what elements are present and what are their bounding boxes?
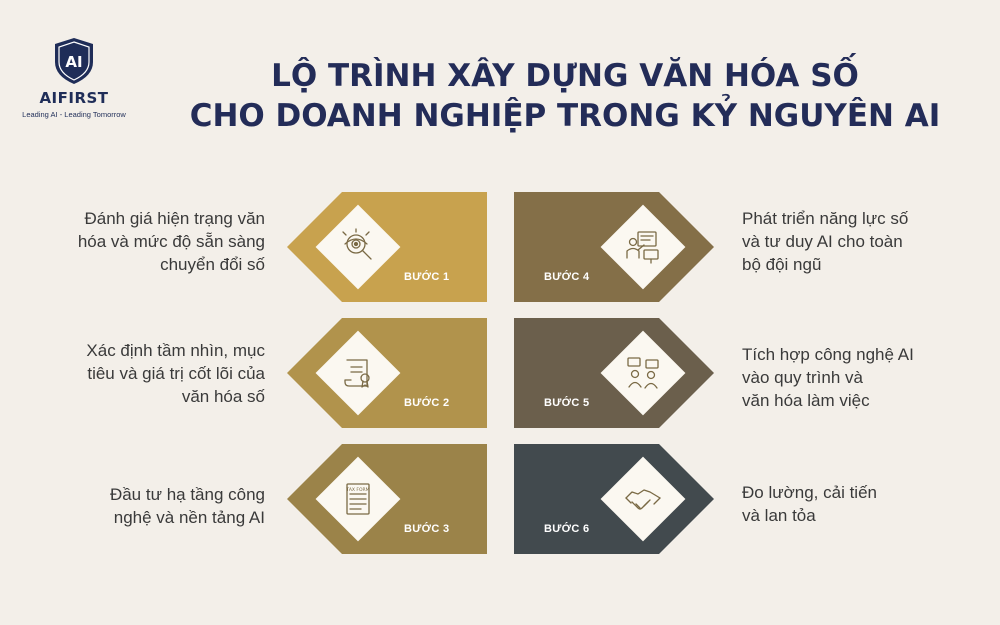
step-6-description: Đo lường, cải tiến và lan tỏa bbox=[742, 481, 877, 527]
description-line: nghệ và nền tảng AI bbox=[113, 508, 265, 527]
description-line: Tích hợp công nghệ AI bbox=[742, 345, 914, 364]
description-line: tiêu và giá trị cốt lõi của bbox=[87, 364, 265, 383]
description-line: Xác định tầm nhìn, mục bbox=[86, 341, 265, 360]
team-discussion-icon bbox=[627, 357, 659, 389]
tax-form-document-icon: TAX FORM bbox=[345, 483, 370, 515]
step-2: BƯỚC 2 bbox=[287, 318, 487, 428]
svg-text:TAX FORM: TAX FORM bbox=[345, 487, 369, 493]
step-label: BƯỚC 1 bbox=[404, 271, 450, 283]
step-label: BƯỚC 5 bbox=[544, 397, 590, 409]
description-line: Phát triển năng lực số bbox=[742, 209, 909, 228]
step-5: BƯỚC 5 bbox=[514, 318, 714, 428]
training-presentation-icon bbox=[626, 231, 659, 264]
step-3-description: Đầu tư hạ tầng công nghệ và nền tảng AI bbox=[110, 483, 265, 529]
step-3: TAX FORM BƯỚC 3 bbox=[287, 444, 487, 554]
step-label: BƯỚC 6 bbox=[544, 523, 590, 535]
step-4-description: Phát triển năng lực số và tư duy AI cho t… bbox=[742, 207, 908, 276]
description-line: và tư duy AI cho toàn bbox=[742, 232, 903, 251]
step-5-description: Tích hợp công nghệ AI vào quy trình và văn… bbox=[742, 343, 914, 412]
shield-logo-icon: AI bbox=[55, 38, 93, 84]
description-line: và lan tỏa bbox=[742, 506, 816, 525]
description-line: Đánh giá hiện trạng văn bbox=[84, 209, 265, 228]
certificate-scroll-icon bbox=[344, 359, 370, 388]
step-label: BƯỚC 3 bbox=[404, 523, 450, 535]
description-line: bộ đội ngũ bbox=[742, 255, 822, 274]
title-line-2: CHO DOANH NGHIỆP TRONG KỶ NGUYÊN AI bbox=[189, 98, 941, 134]
step-1: BƯỚC 1 bbox=[287, 192, 487, 302]
step-6: BƯỚC 6 bbox=[514, 444, 714, 554]
page-title: LỘ TRÌNH XÂY DỰNG VĂN HÓA SỐ CHO DOANH N… bbox=[150, 56, 980, 136]
logo-name: AIFIRST bbox=[39, 89, 109, 107]
description-line: Đo lường, cải tiến bbox=[742, 483, 877, 502]
aifirst-logo: AI AIFIRST Leading AI - Leading Tomorrow bbox=[18, 36, 130, 119]
step-2-description: Xác định tầm nhìn, mục tiêu và giá trị cố… bbox=[86, 339, 265, 408]
logo-tagline: Leading AI - Leading Tomorrow bbox=[22, 110, 126, 119]
description-line: văn hóa số bbox=[181, 387, 265, 406]
title-line-1: LỘ TRÌNH XÂY DỰNG VĂN HÓA SỐ bbox=[271, 58, 859, 94]
svg-text:AI: AI bbox=[65, 53, 82, 71]
description-line: hóa và mức độ sẵn sàng bbox=[77, 232, 265, 251]
description-line: văn hóa làm việc bbox=[742, 391, 870, 410]
step-4: BƯỚC 4 bbox=[514, 192, 714, 302]
eye-magnifier-icon bbox=[342, 228, 372, 260]
description-line: chuyển đổi số bbox=[160, 255, 265, 274]
step-1-description: Đánh giá hiện trạng văn hóa và mức độ sẵn… bbox=[78, 207, 265, 276]
description-line: Đầu tư hạ tầng công bbox=[109, 485, 265, 504]
handshake-icon bbox=[625, 489, 661, 510]
description-line: vào quy trình và bbox=[742, 368, 863, 387]
step-label: BƯỚC 4 bbox=[544, 271, 590, 283]
step-label: BƯỚC 2 bbox=[404, 397, 450, 409]
